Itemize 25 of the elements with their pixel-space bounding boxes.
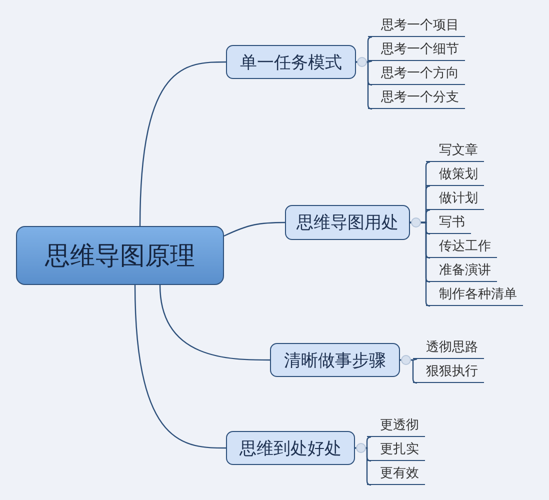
- topic-box: 思维到处好处: [226, 431, 355, 465]
- subtopic-label: 更透彻: [367, 413, 425, 437]
- subtopic-label: 做策划: [426, 162, 484, 186]
- topic-box: 清晰做事步骤: [270, 343, 400, 377]
- connector-line: [139, 61, 226, 226]
- subtopic-label: 思考一个细节: [368, 37, 465, 61]
- subtopic-label: 思考一个分支: [368, 85, 465, 109]
- subtopic-label: 透彻思路: [413, 335, 484, 359]
- subtopic-label: 准备演讲: [426, 258, 497, 282]
- subtopic-label: 做计划: [426, 186, 484, 210]
- subtopic-label: 传达工作: [426, 234, 497, 258]
- subtopic-label: 思考一个方向: [368, 61, 465, 85]
- connector-line: [134, 284, 226, 449]
- subtopic-label: 狠狠执行: [413, 359, 484, 383]
- subtopic-label: 制作各种清单: [426, 282, 523, 306]
- subtopic-label: 写文章: [426, 138, 484, 162]
- topic-box: 单一任务模式: [226, 45, 356, 79]
- topic-box: 思维导图用处: [285, 205, 410, 240]
- subtopic-label: 更扎实: [367, 437, 425, 461]
- subtopic-label: 写书: [426, 210, 471, 234]
- subtopic-label: 思考一个项目: [368, 13, 465, 37]
- connector-line: [224, 222, 285, 237]
- subtopic-label: 更有效: [367, 461, 425, 485]
- connector-line: [159, 284, 270, 361]
- central-topic-box: 思维导图原理: [16, 226, 224, 285]
